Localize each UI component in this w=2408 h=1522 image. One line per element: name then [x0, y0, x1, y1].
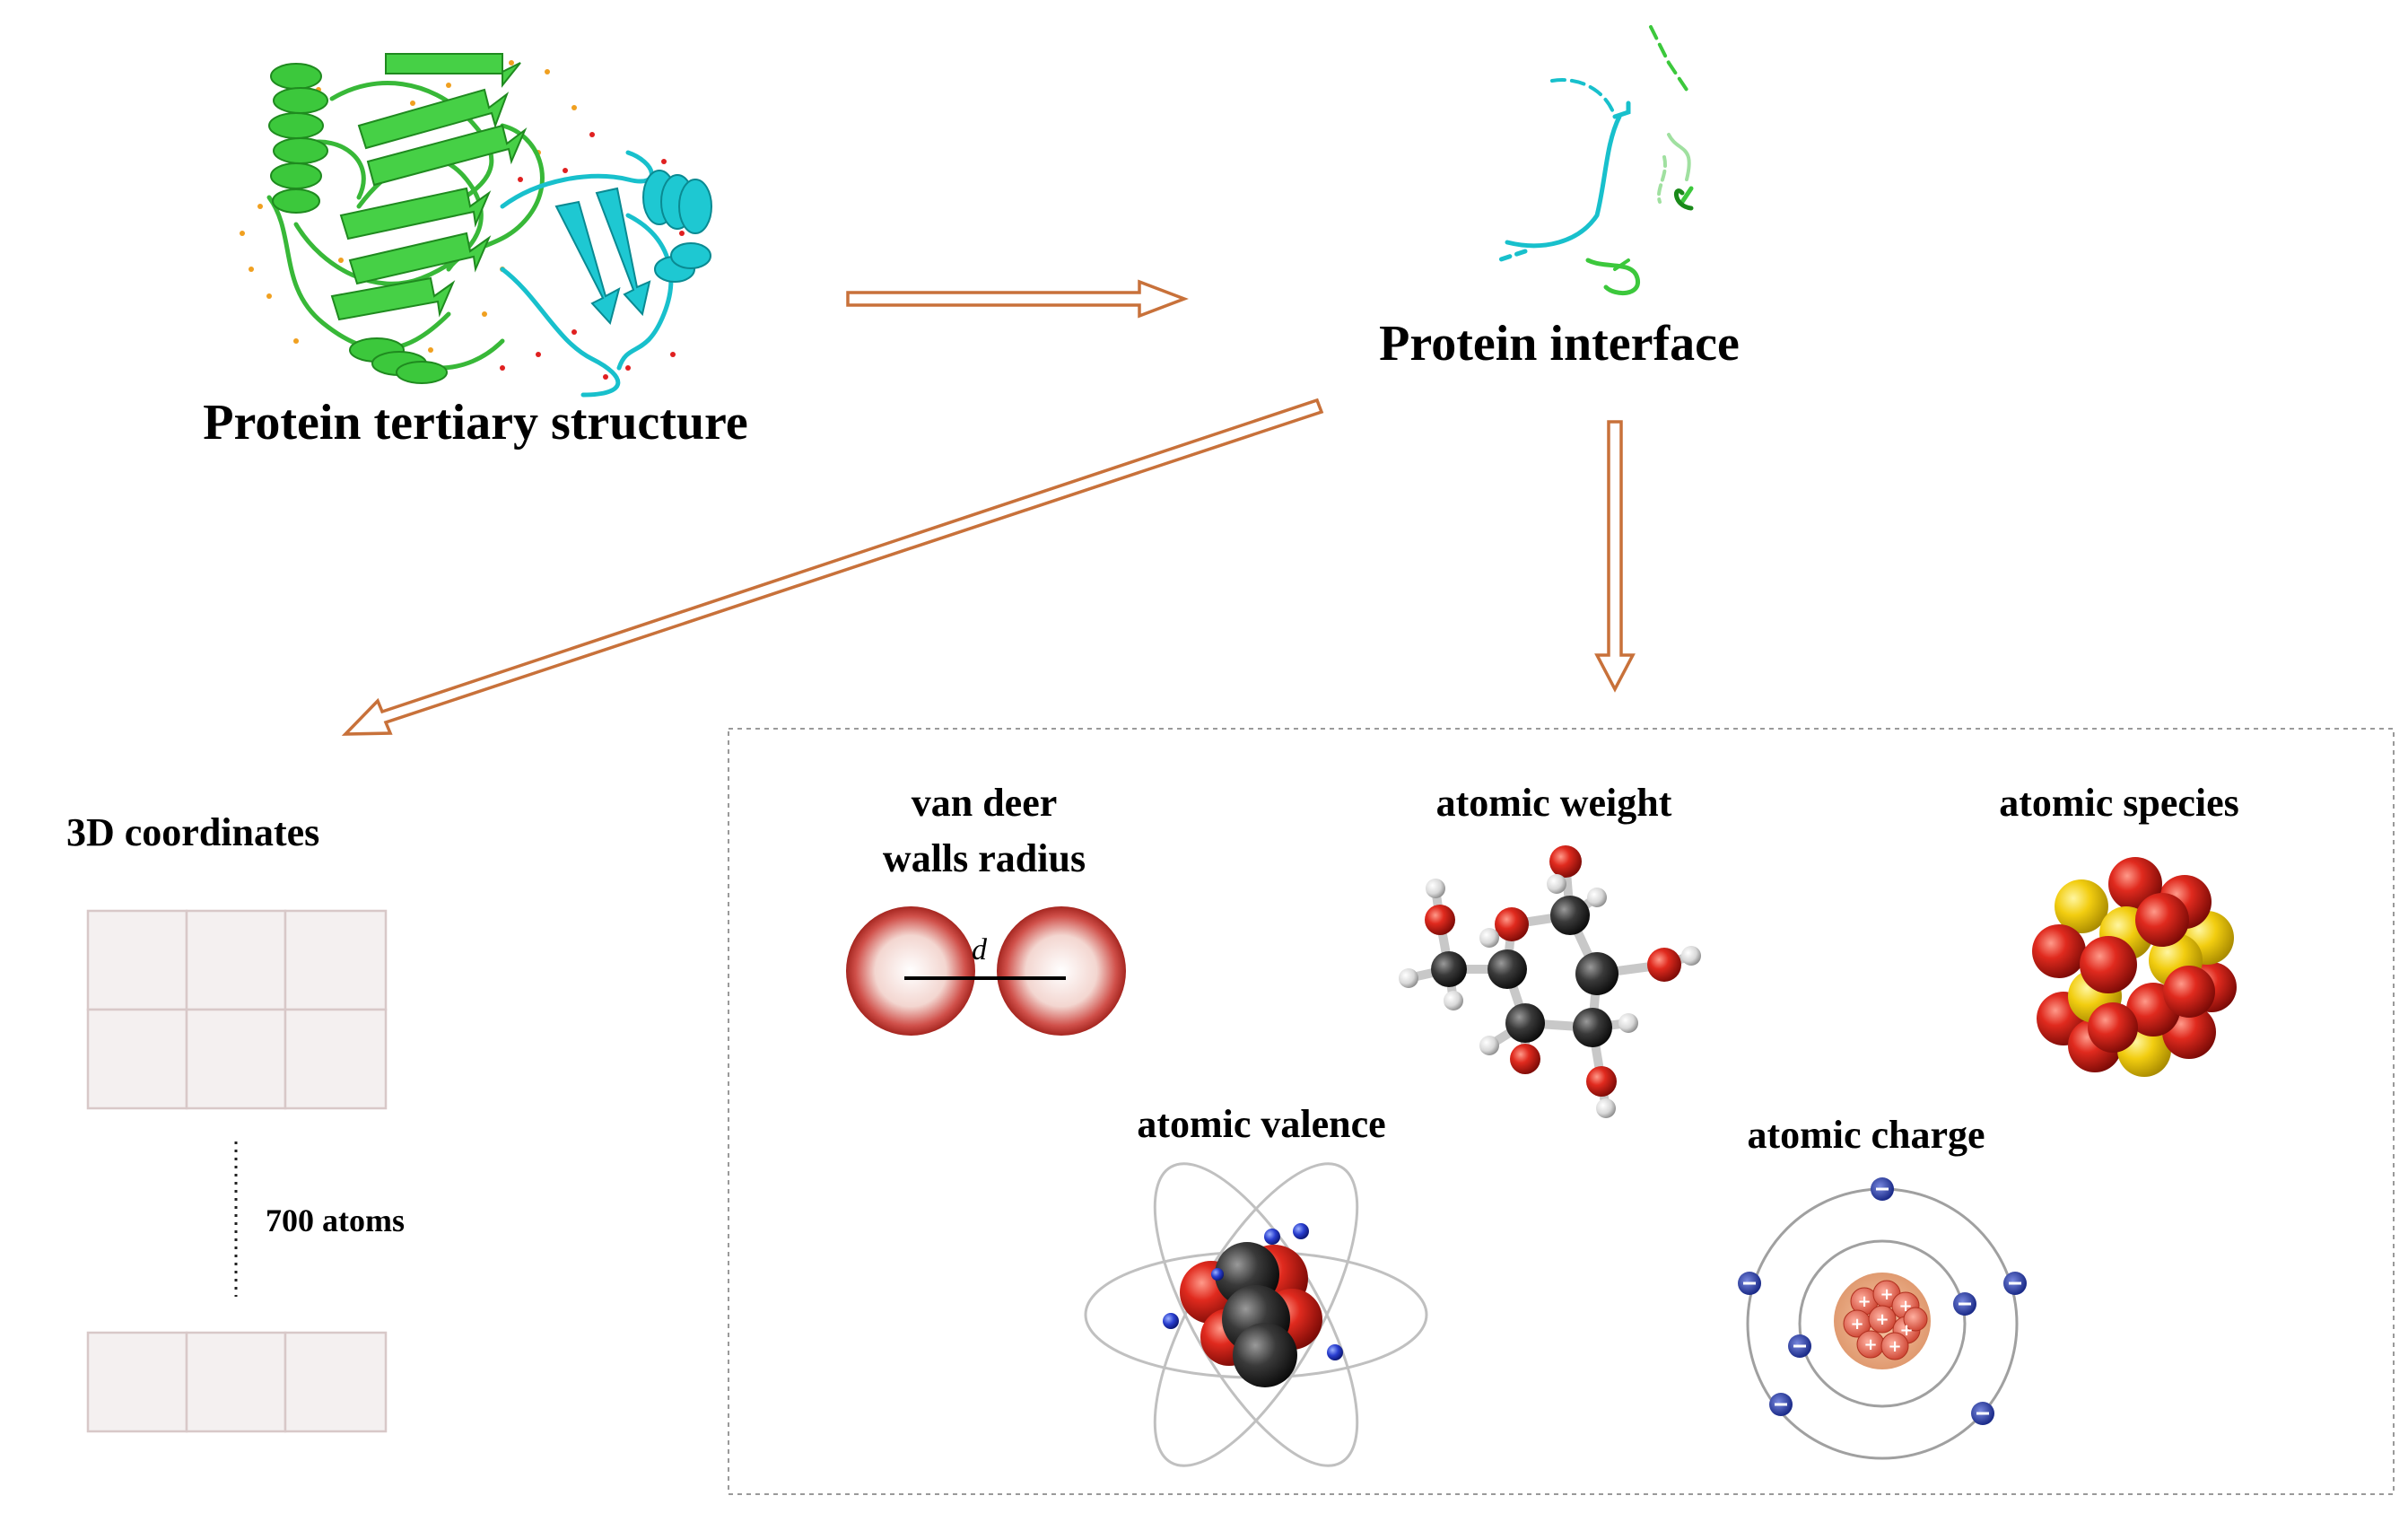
vdw-distance-symbol: d — [972, 933, 987, 967]
svg-text:+: + — [1875, 1310, 1889, 1329]
coordinate-table-top — [86, 909, 388, 1110]
arrow-tertiary-to-interface — [846, 279, 1189, 319]
label-tertiary-structure: Protein tertiary structure — [203, 395, 748, 450]
bohr-model-icon: +++ +++ ++ — [1738, 1177, 2027, 1460]
protein-ribbon-icon — [240, 53, 712, 398]
label-atomic-charge: atomic charge — [1747, 1113, 1985, 1157]
svg-text:+: + — [1888, 1337, 1901, 1356]
svg-text:+: + — [1850, 1315, 1863, 1334]
svg-text:+: + — [1899, 1321, 1913, 1340]
interface-ribbon-icon — [1496, 25, 1694, 296]
label-3d-coordinates: 3D coordinates — [66, 810, 320, 854]
atom-cluster-icon — [2032, 857, 2237, 1077]
svg-text:+: + — [1863, 1335, 1877, 1354]
properties-panel — [728, 728, 2395, 1495]
label-atomic-valence: atomic valence — [1137, 1102, 1386, 1146]
arrow-interface-to-coordinates — [341, 398, 1324, 736]
atom-orbit-icon — [1084, 1162, 1428, 1467]
vdw-spheres-icon — [846, 906, 1126, 1036]
label-atomic-species: atomic species — [1999, 781, 2239, 825]
coordinate-table-bottom — [86, 1331, 388, 1433]
label-vdw-line1: van deer — [911, 781, 1058, 825]
svg-text:+: + — [1857, 1292, 1871, 1311]
molecule-ball-stick-icon — [1399, 845, 1701, 1118]
label-protein-interface: Protein interface — [1379, 316, 1740, 372]
svg-text:+: + — [1880, 1285, 1893, 1304]
label-atom-count: 700 atoms — [266, 1203, 405, 1238]
arrow-interface-to-properties — [1594, 420, 1636, 693]
label-vdw-line2: walls radius — [882, 836, 1086, 880]
label-atomic-weight: atomic weight — [1435, 781, 1672, 825]
svg-text:+: + — [1898, 1297, 1912, 1316]
